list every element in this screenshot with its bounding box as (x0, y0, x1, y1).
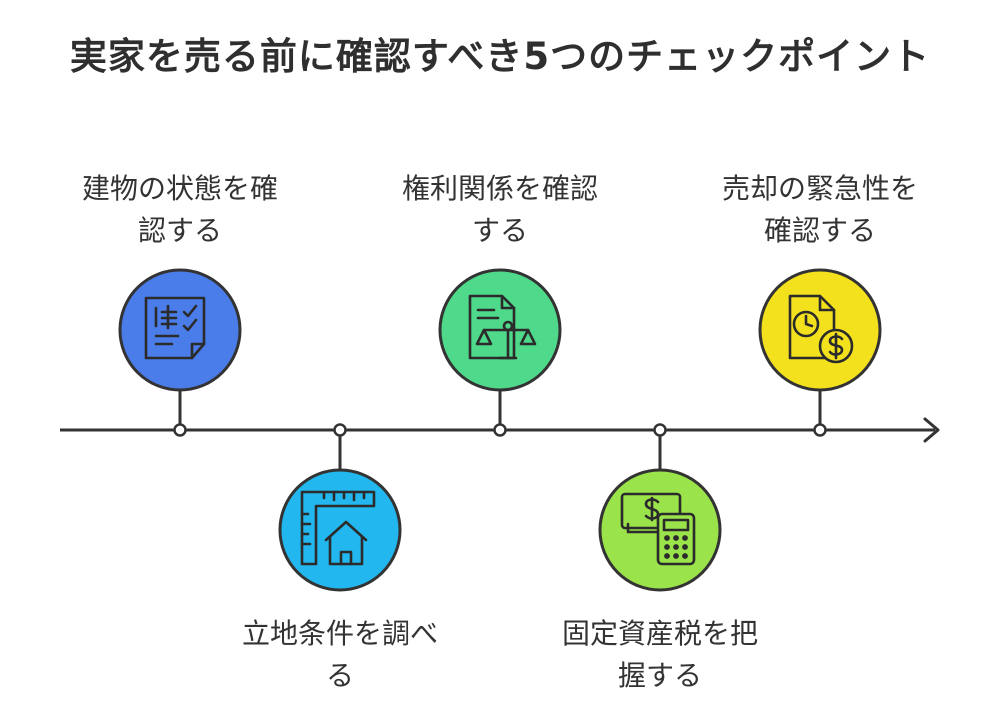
step-circle-1 (118, 268, 242, 392)
step-label-3: 権利関係を確認 する (401, 172, 598, 247)
step-label-2: 立地条件を調べ る (241, 617, 438, 692)
timeline-arrowhead (923, 417, 940, 443)
timeline-dot-2 (333, 423, 347, 437)
timeline-dot-3 (493, 423, 507, 437)
step-circle-2 (278, 468, 402, 592)
diagram-title: 実家を売る前に確認すべき5つのチェックポイント (69, 35, 931, 78)
document-scales-icon (468, 294, 537, 360)
step-circle-5 (758, 268, 882, 392)
timeline-dot-4 (653, 423, 667, 437)
document-clock-dollar-icon (788, 294, 854, 364)
document-checklist-icon (144, 296, 206, 360)
money-calculator-icon (620, 492, 696, 566)
timeline-dot-5 (813, 423, 827, 437)
step-label-4: 固定資産税を把 握する (561, 617, 758, 692)
ruler-house-icon (300, 490, 376, 566)
timeline-dot-1 (173, 423, 187, 437)
step-label-5: 売却の緊急性を 確認する (721, 172, 918, 247)
step-label-1: 建物の状態を確 認する (81, 172, 278, 247)
